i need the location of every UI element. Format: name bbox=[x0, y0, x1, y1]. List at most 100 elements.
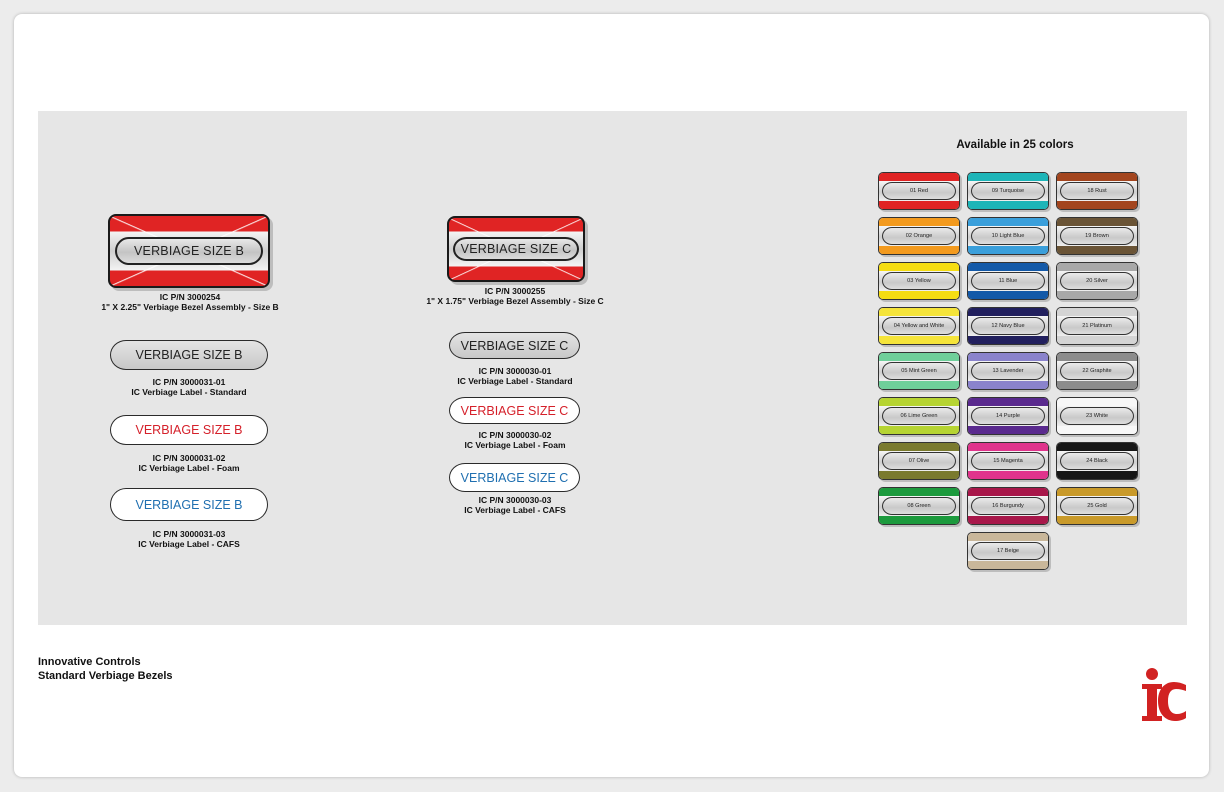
color-swatch: 22 Graphite bbox=[1056, 352, 1138, 390]
swatch-color-band-bottom bbox=[968, 381, 1048, 389]
swatch-label: 19 Brown bbox=[1060, 227, 1134, 245]
swatch-color-band-bottom bbox=[1057, 246, 1137, 254]
swatch-color-band-bottom bbox=[968, 246, 1048, 254]
swatch-color-band-top bbox=[879, 173, 959, 181]
label-c-cafs-desc: IC Verbiage Label - CAFS bbox=[464, 505, 566, 515]
swatch-label: 18 Rust bbox=[1060, 182, 1134, 200]
label-c-standard-pn: IC P/N 3000030-01 bbox=[478, 366, 552, 376]
color-swatch: 23 White bbox=[1056, 397, 1138, 435]
assembly-c-description: 1" X 1.75" Verbiage Bezel Assembly - Siz… bbox=[426, 296, 604, 306]
swatch-label: 17 Beige bbox=[971, 542, 1045, 560]
label-c-foam-caption: IC P/N 3000030-02 IC Verbiage Label - Fo… bbox=[405, 430, 625, 450]
swatch-label: 24 Black bbox=[1060, 452, 1134, 470]
swatch-label: 01 Red bbox=[882, 182, 956, 200]
swatch-label: 04 Yellow and White bbox=[882, 317, 956, 335]
color-swatch: 24 Black bbox=[1056, 442, 1138, 480]
swatch-color-band-bottom bbox=[968, 201, 1048, 209]
color-swatch: 05 Mint Green bbox=[878, 352, 960, 390]
swatch-color-band-top bbox=[879, 308, 959, 316]
swatch-color-band-bottom bbox=[1057, 381, 1137, 389]
ic-logo-mark bbox=[1142, 668, 1186, 721]
swatch-color-band-top bbox=[968, 218, 1048, 226]
swatch-color-band-top bbox=[1057, 173, 1137, 181]
swatch-label: 23 White bbox=[1060, 407, 1134, 425]
label-b-standard-pn: IC P/N 3000031-01 bbox=[152, 377, 226, 387]
swatch-color-band-top bbox=[1057, 218, 1137, 226]
swatch-color-band-bottom bbox=[968, 561, 1048, 569]
swatch-color-band-top bbox=[968, 308, 1048, 316]
label-c-cafs-pn: IC P/N 3000030-03 bbox=[478, 495, 552, 505]
color-swatch: 16 Burgundy bbox=[967, 487, 1049, 525]
swatch-color-band-bottom bbox=[879, 381, 959, 389]
assembly-c-caption: IC P/N 3000255 1" X 1.75" Verbiage Bezel… bbox=[405, 286, 625, 306]
label-c-cafs: VERBIAGE SIZE C bbox=[449, 463, 580, 492]
company-name: Innovative Controls bbox=[38, 656, 141, 668]
color-swatch: 01 Red bbox=[878, 172, 960, 210]
footer-title: Innovative Controls Standard Verbiage Be… bbox=[38, 655, 173, 683]
swatch-label: 02 Orange bbox=[882, 227, 956, 245]
label-c-foam: VERBIAGE SIZE C bbox=[449, 397, 580, 424]
swatch-color-band-top bbox=[879, 443, 959, 451]
color-swatch: 15 Magenta bbox=[967, 442, 1049, 480]
swatch-color-band-bottom bbox=[1057, 516, 1137, 524]
swatch-color-band-top bbox=[1057, 398, 1137, 406]
color-swatch: 17 Beige bbox=[967, 532, 1049, 570]
swatch-label: 21 Platinum bbox=[1060, 317, 1134, 335]
swatch-label: 20 Silver bbox=[1060, 272, 1134, 290]
swatch-color-band-top bbox=[879, 218, 959, 226]
swatch-label: 15 Magenta bbox=[971, 452, 1045, 470]
swatch-color-band-bottom bbox=[1057, 291, 1137, 299]
swatch-color-band-bottom bbox=[968, 336, 1048, 344]
swatch-color-band-bottom bbox=[879, 336, 959, 344]
document-subtitle: Standard Verbiage Bezels bbox=[38, 670, 173, 682]
swatch-color-band-bottom bbox=[879, 246, 959, 254]
swatch-label: 08 Green bbox=[882, 497, 956, 515]
colors-title: Available in 25 colors bbox=[956, 139, 1074, 151]
label-b-cafs: VERBIAGE SIZE B bbox=[110, 488, 268, 521]
swatch-color-band-top bbox=[1057, 353, 1137, 361]
swatch-color-band-top bbox=[968, 488, 1048, 496]
swatch-color-band-top bbox=[1057, 308, 1137, 316]
swatch-label: 13 Lavender bbox=[971, 362, 1045, 380]
label-b-foam-caption: IC P/N 3000031-02 IC Verbiage Label - Fo… bbox=[80, 453, 298, 473]
swatch-color-band-top bbox=[879, 488, 959, 496]
assembly-c-part-number: IC P/N 3000255 bbox=[484, 286, 546, 296]
color-swatch: 09 Turquoise bbox=[967, 172, 1049, 210]
swatch-color-band-bottom bbox=[1057, 201, 1137, 209]
assembly-b-part-number: IC P/N 3000254 bbox=[159, 292, 221, 302]
swatch-color-band-top bbox=[968, 353, 1048, 361]
swatch-color-band-bottom bbox=[968, 426, 1048, 434]
color-swatch: 14 Purple bbox=[967, 397, 1049, 435]
swatch-color-band-bottom bbox=[1057, 471, 1137, 479]
swatch-label: 07 Olive bbox=[882, 452, 956, 470]
color-swatch: 10 Light Blue bbox=[967, 217, 1049, 255]
label-c-standard-caption: IC P/N 3000030-01 IC Verbiage Label - St… bbox=[405, 366, 625, 386]
swatch-color-band-top bbox=[968, 398, 1048, 406]
color-swatch: 11 Blue bbox=[967, 262, 1049, 300]
swatch-color-band-bottom bbox=[879, 516, 959, 524]
label-b-cafs-caption: IC P/N 3000031-03 IC Verbiage Label - CA… bbox=[80, 529, 298, 549]
swatch-color-band-bottom bbox=[1057, 426, 1137, 434]
color-swatch: 21 Platinum bbox=[1056, 307, 1138, 345]
swatch-color-band-top bbox=[1057, 443, 1137, 451]
swatch-label: 10 Light Blue bbox=[971, 227, 1045, 245]
swatch-label: 09 Turquoise bbox=[971, 182, 1045, 200]
swatch-color-band-top bbox=[879, 398, 959, 406]
swatch-label: 03 Yellow bbox=[882, 272, 956, 290]
label-b-cafs-pn: IC P/N 3000031-03 bbox=[152, 529, 226, 539]
label-b-standard-caption: IC P/N 3000031-01 IC Verbiage Label - St… bbox=[80, 377, 298, 397]
color-swatch: 20 Silver bbox=[1056, 262, 1138, 300]
label-c-standard-desc: IC Verbiage Label - Standard bbox=[457, 376, 573, 386]
swatch-label: 22 Graphite bbox=[1060, 362, 1134, 380]
color-swatch: 04 Yellow and White bbox=[878, 307, 960, 345]
assembly-b-description: 1" X 2.25" Verbiage Bezel Assembly - Siz… bbox=[101, 302, 279, 312]
color-swatch: 06 Lime Green bbox=[878, 397, 960, 435]
color-swatch: 19 Brown bbox=[1056, 217, 1138, 255]
bezel-assembly-b-label: VERBIAGE SIZE B bbox=[114, 237, 264, 265]
label-b-standard-desc: IC Verbiage Label - Standard bbox=[131, 387, 247, 397]
swatch-color-band-top bbox=[968, 533, 1048, 541]
color-swatch: 08 Green bbox=[878, 487, 960, 525]
color-swatch: 25 Gold bbox=[1056, 487, 1138, 525]
swatch-label: 16 Burgundy bbox=[971, 497, 1045, 515]
swatch-color-band-top bbox=[879, 353, 959, 361]
